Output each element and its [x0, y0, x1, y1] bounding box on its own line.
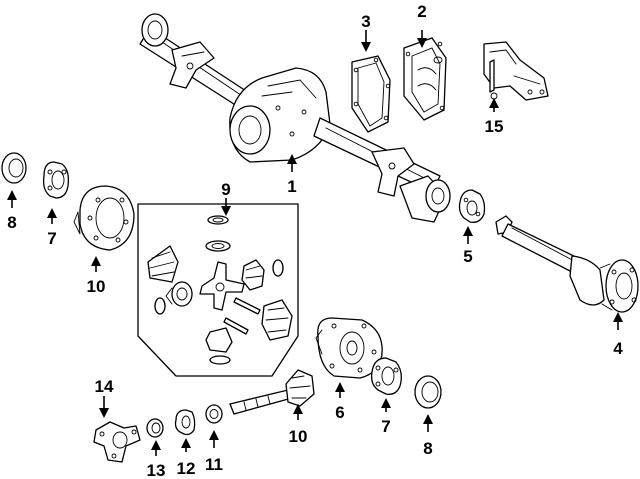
cover-gasket: [351, 55, 391, 133]
differential-cover: [403, 37, 447, 121]
axle-housing: [139, 13, 451, 223]
axle-seal-left: [1, 152, 27, 184]
callout-8-left: 8: [7, 213, 16, 232]
callout-15: 15: [485, 117, 504, 136]
callout-13: 13: [147, 461, 166, 479]
ring-gear-left: [73, 185, 135, 251]
callout-12: 12: [177, 459, 196, 478]
callout-5: 5: [463, 247, 472, 266]
callout-7-left: 7: [47, 229, 56, 248]
callout-6: 6: [335, 403, 344, 422]
callout-3: 3: [361, 12, 370, 31]
callout-14: 14: [95, 377, 114, 396]
callout-9: 9: [221, 180, 230, 199]
axle-bearing-right: [458, 189, 486, 223]
callout-7-right: 7: [381, 417, 390, 436]
callout-10-right: 10: [289, 427, 308, 446]
callout-10-left: 10: [87, 277, 106, 296]
callout-leaders: [7, 30, 623, 456]
callout-labels: 1 2 3 4 5 6 7 7 8 8 9 10 10 11 12 13 14 …: [7, 2, 623, 479]
axle-shaft: [495, 215, 639, 313]
pinion-spacer: [205, 404, 223, 424]
bearing-right: [370, 357, 402, 395]
seal-right: [414, 375, 442, 409]
drive-pinion: [229, 369, 315, 415]
bearing-left: [42, 161, 70, 199]
callout-1: 1: [287, 177, 296, 196]
pinion-seal: [146, 418, 164, 438]
callout-2: 2: [417, 2, 426, 21]
companion-flange: [93, 421, 141, 463]
pinion-bearing: [174, 409, 196, 436]
mounting-bracket: [483, 41, 549, 101]
callout-8-right: 8: [423, 439, 432, 458]
differential-case: [315, 317, 383, 379]
callout-4: 4: [613, 339, 623, 358]
differential-gear-kit: [137, 203, 299, 377]
callout-11: 11: [205, 455, 223, 474]
